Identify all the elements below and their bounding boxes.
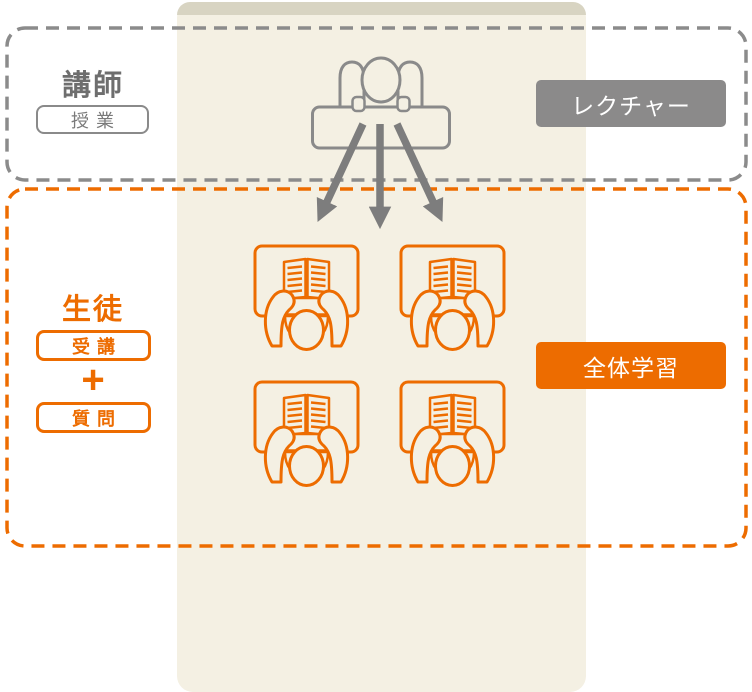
student-icon: [399, 244, 506, 351]
student-action-pill-2: 質問: [36, 402, 151, 433]
instructor-action-pill: 授業: [36, 105, 149, 134]
student-action-label-1: 受講: [72, 336, 122, 357]
student-icon: [399, 380, 506, 487]
student-role-label: 生徒: [61, 294, 124, 326]
group-learning-badge: 全体学習: [536, 342, 726, 389]
lecture-flow-arrows-icon: [316, 122, 444, 230]
lecture-badge: レクチャー: [536, 80, 726, 127]
student-zone-border: [5, 187, 748, 548]
instructor-role-label: 講師: [61, 70, 124, 102]
plus-icon: +: [81, 358, 105, 402]
student-action-label-2: 質問: [72, 408, 122, 429]
student-action-pill-1: 受講: [36, 330, 151, 361]
instructor-action-label: 授業: [71, 110, 121, 131]
classroom-top-edge: [177, 2, 586, 15]
student-icon: [253, 244, 360, 351]
student-icon: [253, 380, 360, 487]
